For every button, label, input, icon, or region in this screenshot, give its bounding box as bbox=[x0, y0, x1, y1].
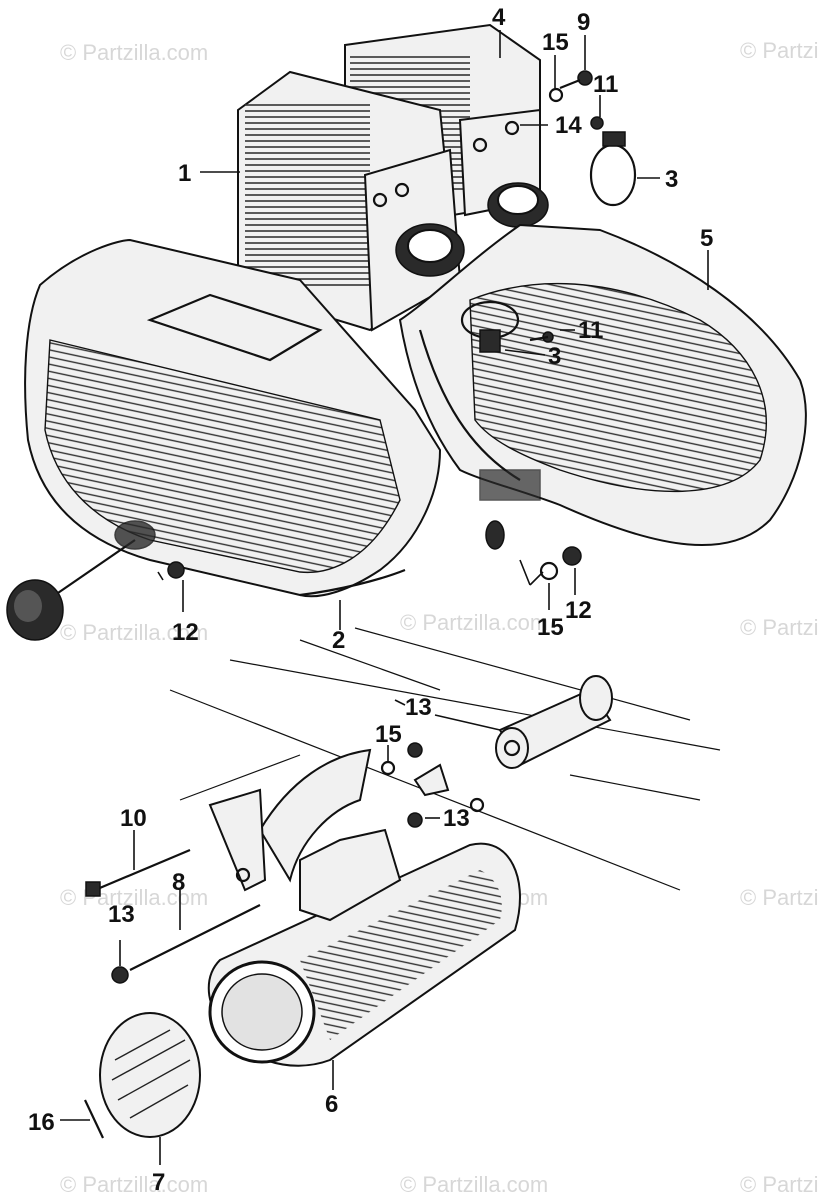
muffler-end-cap bbox=[99, 1012, 201, 1138]
muffler-body bbox=[207, 828, 521, 1067]
callout-14: 14 bbox=[555, 112, 582, 139]
callout-12-right: 12 bbox=[565, 597, 592, 624]
watermark-text: © Partzilla.com bbox=[60, 1172, 208, 1197]
callout-15-top: 15 bbox=[542, 29, 569, 56]
watermark-text: © Partzilla.com bbox=[740, 885, 820, 910]
watermark-text: © Partzilla.com bbox=[400, 610, 548, 635]
watermark-text: © Partzilla.com bbox=[400, 1172, 548, 1197]
watermark-text: © Partzilla.com bbox=[740, 615, 820, 640]
callout-9: 9 bbox=[577, 9, 590, 36]
callout-6: 6 bbox=[325, 1091, 338, 1118]
callout-labels: 1 2 3 3 4 5 6 7 8 9 10 11 11 12 12 13 13… bbox=[28, 4, 713, 1196]
side-cover-left bbox=[24, 238, 442, 598]
band-clamp-lower bbox=[460, 300, 520, 353]
mounting-collar bbox=[380, 675, 613, 828]
callout-1: 1 bbox=[178, 160, 191, 187]
side-cover-right bbox=[398, 223, 807, 550]
callout-13-middle: 13 bbox=[443, 805, 470, 832]
callout-15-middle: 15 bbox=[375, 721, 402, 748]
watermark-text: © Partzilla.com bbox=[60, 885, 208, 910]
callout-15-right: 15 bbox=[537, 614, 564, 641]
watermark-text: © Partzilla.com bbox=[740, 38, 820, 63]
cover-knob bbox=[6, 520, 156, 641]
callout-16: 16 bbox=[28, 1109, 55, 1136]
air-cleaner-element-front bbox=[237, 70, 465, 332]
leader-lines bbox=[60, 30, 709, 1165]
callout-8: 8 bbox=[172, 869, 185, 896]
watermark-text: © Partzilla.com bbox=[60, 40, 208, 65]
callout-4: 4 bbox=[492, 4, 506, 31]
fasteners bbox=[167, 70, 604, 581]
callout-13-top: 13 bbox=[405, 694, 432, 721]
callout-5: 5 bbox=[700, 225, 713, 252]
callout-3-lower: 3 bbox=[548, 343, 561, 370]
watermark-text: © Partzilla.com bbox=[740, 1172, 820, 1197]
callout-12-left: 12 bbox=[172, 619, 199, 646]
callout-11-upper: 11 bbox=[593, 71, 618, 98]
callout-13-left: 13 bbox=[108, 901, 135, 928]
band-clamp-upper bbox=[589, 131, 637, 207]
callout-2: 2 bbox=[332, 627, 345, 654]
muffler-bracket bbox=[208, 748, 372, 892]
long-bolt bbox=[85, 848, 191, 897]
callout-7: 7 bbox=[152, 1169, 165, 1196]
watermark-text: © Partzilla.com bbox=[60, 620, 208, 645]
callout-11-lower: 11 bbox=[578, 317, 603, 344]
long-rod bbox=[111, 904, 261, 984]
callout-10: 10 bbox=[120, 805, 147, 832]
callout-3-upper: 3 bbox=[665, 166, 678, 193]
cotter-pin bbox=[84, 1099, 104, 1139]
